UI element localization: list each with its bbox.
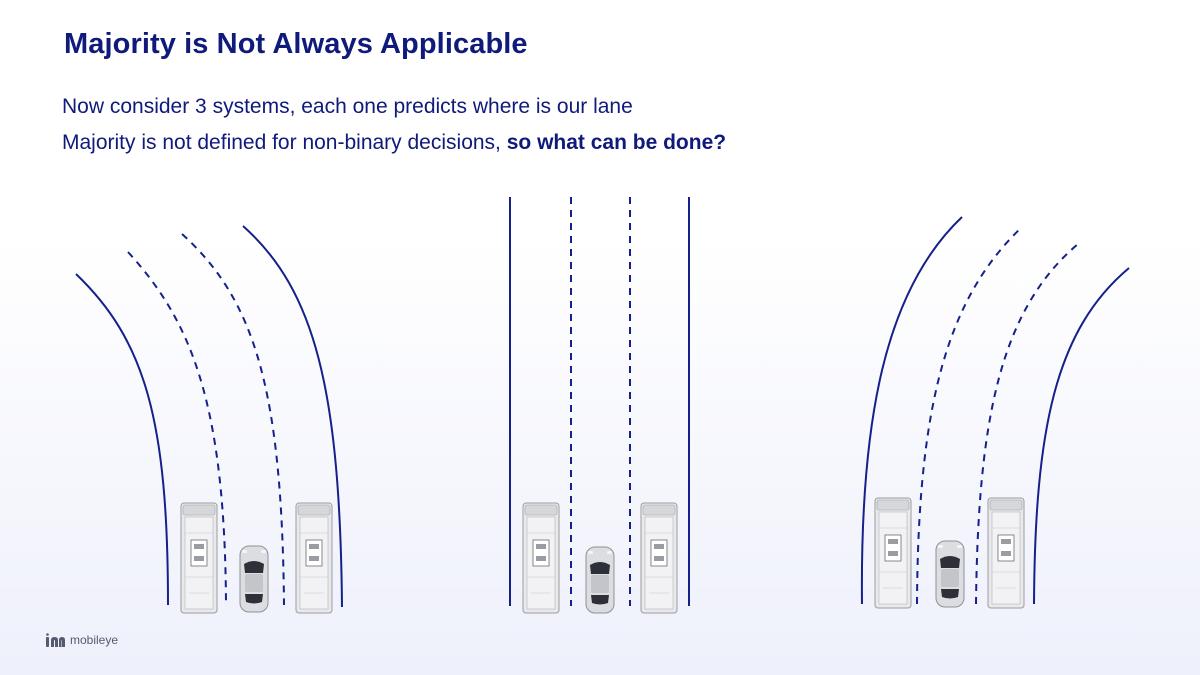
truck-right-lane (987, 497, 1025, 609)
scene-right-curve (860, 216, 1130, 609)
description-line-2: Majority is not defined for non-binary d… (62, 131, 726, 155)
lane-boundary-left (860, 216, 963, 605)
description-line-1: Now consider 3 systems, each one predict… (62, 95, 633, 118)
lane-marking-dashed (916, 226, 1023, 605)
scene-left-curve (75, 225, 343, 614)
mobileye-logo: mobileye (46, 633, 118, 647)
truck-left-lane (180, 502, 218, 614)
slide-title: Majority is Not Always Applicable (64, 28, 528, 60)
lane-boundary-left (75, 273, 169, 606)
description-line-2-regular: Majority is not defined for non-binary d… (62, 131, 507, 154)
ego-car (935, 540, 965, 608)
lane-boundary-right (1033, 267, 1130, 605)
mobileye-logo-text: mobileye (70, 633, 119, 647)
truck-left-lane (522, 502, 560, 614)
truck-right-lane (295, 502, 333, 614)
description-line-2-bold: so what can be done? (506, 131, 727, 154)
lane-marking-dashed (975, 243, 1079, 605)
ego-car (585, 546, 615, 614)
truck-right-lane (640, 502, 678, 614)
ego-car (239, 545, 269, 613)
lane-boundary-right (242, 225, 343, 608)
lane-marking-dashed (181, 233, 285, 606)
scene-straight (509, 197, 690, 614)
truck-left-lane (874, 497, 912, 609)
mobileye-logo-icon (46, 633, 65, 647)
lane-marking-dashed (127, 251, 227, 606)
